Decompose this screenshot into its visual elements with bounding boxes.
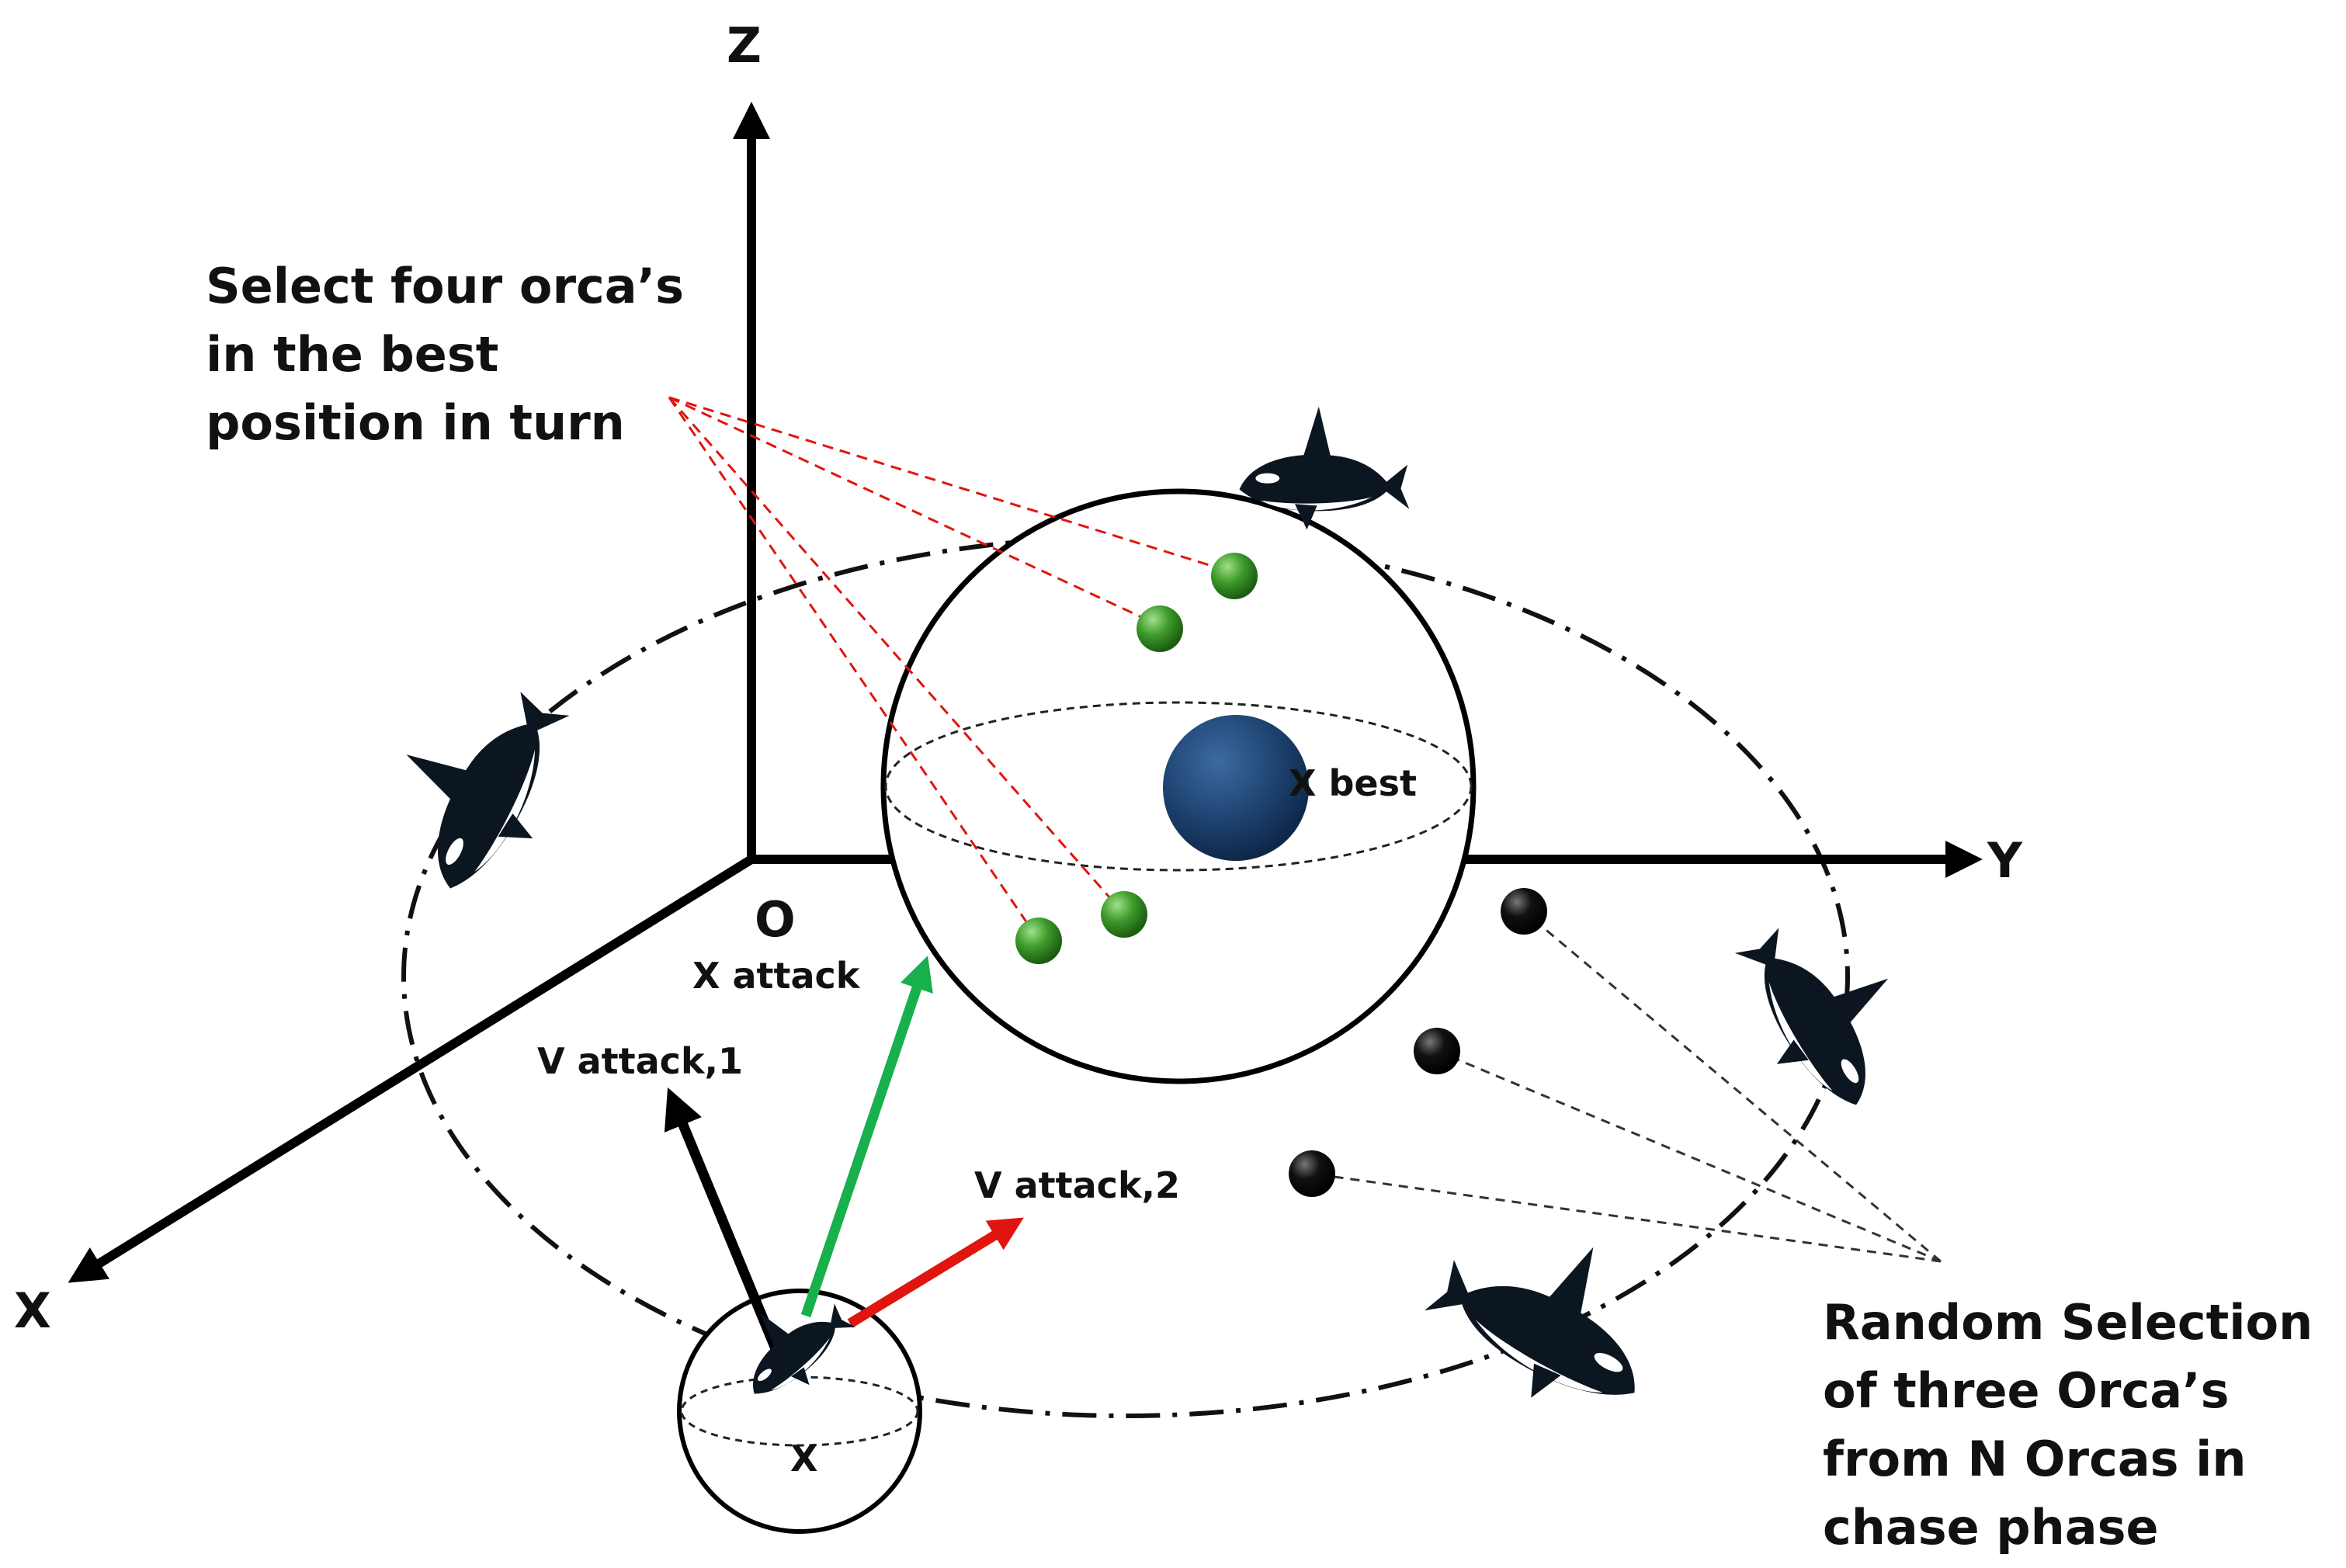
orca-icon (360, 656, 592, 912)
random-selection-annotation: Random Selection of three Orca’s from N … (1823, 1289, 2313, 1562)
orca-icon (1715, 891, 1936, 1129)
green-orca-ball (1015, 918, 1062, 964)
x-best-ball (1163, 715, 1309, 861)
agent-sphere (677, 1289, 922, 1534)
random-selection-line: chase phase (1823, 1499, 2159, 1556)
x-axis-label: X (14, 1282, 51, 1339)
origin-label: O (755, 891, 796, 948)
v-attack-1-arrow (664, 1087, 782, 1353)
orca-icon (1411, 1191, 1686, 1440)
x-axis (68, 855, 755, 1283)
select-best-annotation: Select four orca’s in the best position … (206, 252, 684, 457)
random-selection-line: from N Orcas in (1823, 1431, 2247, 1487)
random-selection-line: Random Selection (1823, 1294, 2313, 1351)
best-sphere-equator (884, 701, 1473, 872)
v-attack-1-label: V attack,1 (537, 1040, 744, 1082)
black-dashed-lines (1311, 910, 1942, 1263)
v-attack-2-label: V attack,2 (974, 1164, 1181, 1206)
green-orca-ball (1211, 553, 1258, 599)
y-axis-label: Y (1987, 832, 2022, 889)
random-selection-line: of three Orca’s (1823, 1362, 2230, 1419)
agent-x-label: X (790, 1438, 818, 1480)
orbit-ellipse (401, 535, 1850, 1418)
x-attack-label: X attack (692, 955, 860, 997)
random-orca-ball (1414, 1028, 1460, 1074)
red-dashed-lines (668, 396, 1235, 938)
x-best-label: X best (1289, 762, 1417, 804)
select-best-line: in the best (206, 326, 499, 383)
select-best-line: position in turn (206, 394, 625, 451)
x-attack-arrow (800, 956, 933, 1318)
z-axis-label: Z (727, 17, 762, 74)
random-orca-ball (1289, 1150, 1335, 1197)
green-orca-ball (1101, 891, 1147, 938)
green-orca-ball (1137, 605, 1183, 652)
select-best-line: Select four orca’s (206, 258, 685, 314)
random-orca-ball (1501, 888, 1547, 935)
v-attack-2-arrow (847, 1217, 1024, 1328)
